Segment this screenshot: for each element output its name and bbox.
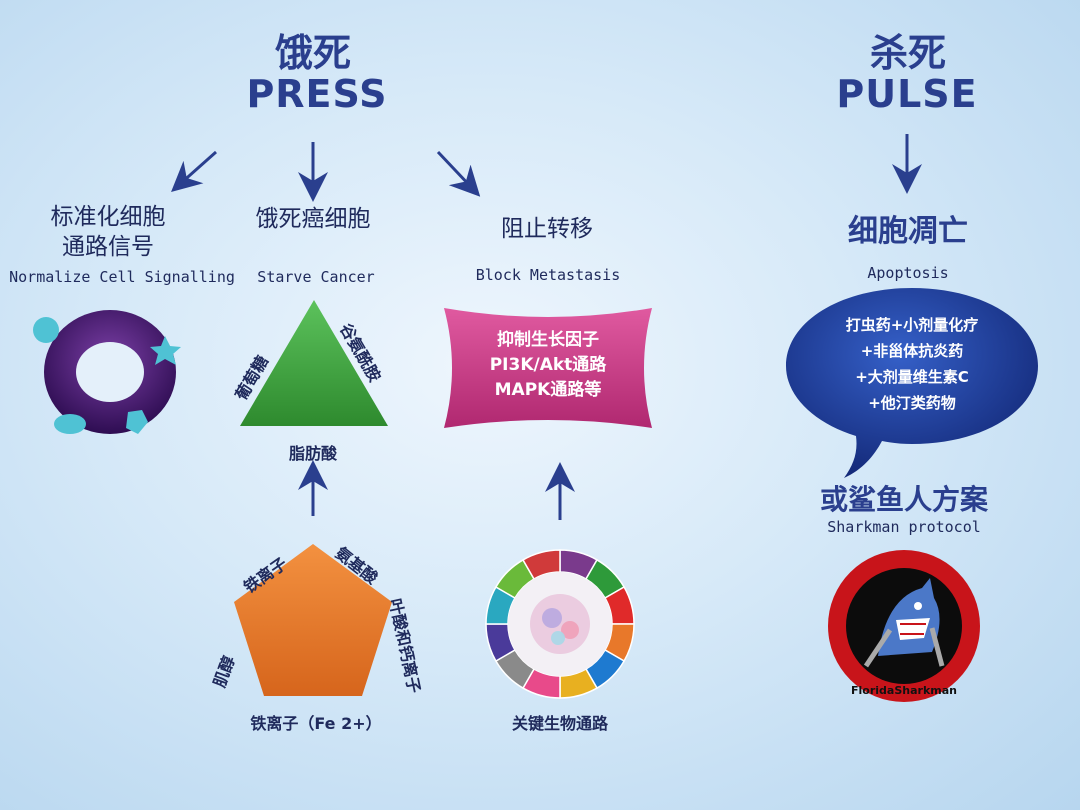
sharkman-title-en: Sharkman protocol: [827, 518, 981, 536]
branch-normalize-title: 标准化细胞 通路信号: [50, 204, 166, 260]
branch-starve-title: 饿死癌细胞: [255, 206, 371, 232]
torus-dot-icon: [33, 317, 59, 343]
branch-starve-en: Starve Cancer: [257, 268, 375, 286]
apoptosis-title-cn: 细胞凋亡: [848, 214, 968, 249]
nutrient-triangle: [240, 300, 388, 426]
branch-block-en: Block Metastasis: [475, 266, 621, 284]
bubble-text: 打虫药+小剂量化疗 +非甾体抗炎药 +大剂量维生素C +他汀类药物: [845, 316, 979, 412]
branch-normalize-en: Normalize Cell Signalling: [9, 268, 235, 286]
hallmarks-wheel: [485, 549, 635, 699]
branch-block-title: 阻止转移: [501, 216, 593, 242]
arrow-to-block: [436, 150, 481, 197]
press-title-cn: 饿死: [274, 31, 352, 75]
pentagon-graphic: [234, 544, 392, 696]
sharkman-ring-text: FloridaSharkman: [851, 684, 957, 697]
sharkman-title-cn: 或鲨鱼人方案: [819, 483, 989, 516]
pulse-title-cn: 杀死: [869, 31, 947, 75]
apoptosis-title-en: Apoptosis: [867, 264, 949, 282]
triangle-bottom-label: 脂肪酸: [288, 444, 338, 463]
press-title-en: PRESS: [246, 72, 388, 116]
pulse-title-en: PULSE: [836, 72, 978, 116]
torus-star-icon: [150, 336, 181, 365]
arrow-to-normalize: [171, 150, 217, 192]
banner-text: 抑制生长因子 PI3K/Akt通路 MAPK通路等: [489, 330, 607, 400]
hallmarks-caption: 关键生物通路: [511, 714, 609, 733]
speech-bubble: [786, 288, 1038, 478]
pentagon-label-bottom: 铁离子（Fe 2+）: [250, 714, 382, 733]
torus-graphic: [33, 310, 181, 434]
sharkman-logo: FloridaSharkman: [828, 550, 980, 702]
growth-factor-banner: [444, 308, 652, 428]
